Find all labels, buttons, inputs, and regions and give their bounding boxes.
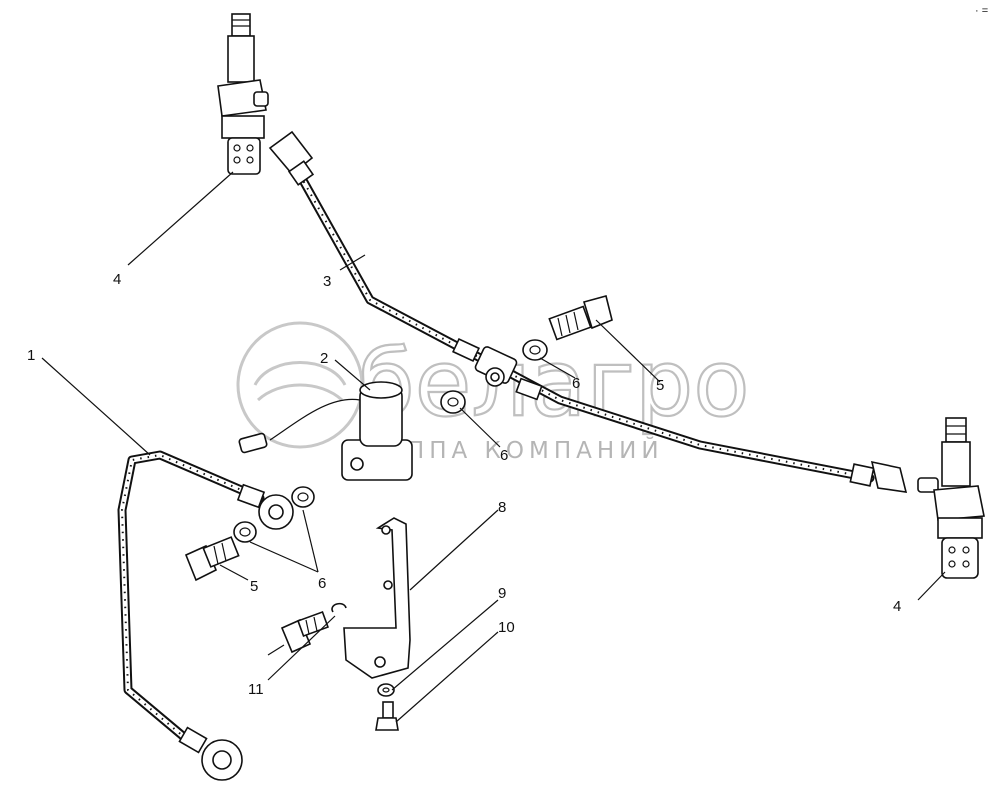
leader-6c-2	[249, 541, 319, 573]
callout-1: 1	[27, 347, 35, 364]
watermark-logo-icon	[236, 321, 364, 449]
callout-4-upper: 4	[113, 271, 121, 288]
callouts: 4 3 1 2 5 6 6 8 5 6 9 4 10 11	[27, 271, 901, 698]
leader-2	[334, 359, 371, 391]
part-11-bolt	[280, 611, 329, 654]
part-8-washer	[377, 683, 395, 697]
part-1-fuel-tube	[117, 450, 294, 781]
callout-6-lower: 6	[318, 575, 326, 592]
leader-6c-1	[302, 509, 319, 573]
part-4-injector-lower	[917, 417, 985, 579]
part-10-spring-washer	[331, 602, 347, 613]
leader-4b	[917, 571, 946, 601]
callout-4-lower: 4	[893, 598, 901, 615]
corner-mark: · =	[975, 5, 988, 17]
leader-8	[391, 599, 499, 691]
callout-5-upper: 5	[656, 377, 664, 394]
part-5-banjo-bolt-upper	[548, 295, 613, 341]
leader-1	[41, 357, 151, 456]
part-5-banjo-bolt-lower	[184, 536, 240, 582]
callout-6-upper: 6	[572, 375, 580, 392]
part-3-fuel-tube	[268, 130, 908, 493]
leader-10	[267, 615, 336, 681]
leader-3	[339, 254, 366, 271]
callout-9: 10	[498, 619, 515, 636]
part-6-washer-upper	[522, 339, 548, 361]
callout-7: 8	[498, 499, 506, 516]
watermark: белагро ГРУППА КОМПАНИЙ	[236, 321, 751, 464]
callout-5-lower: 5	[250, 578, 258, 595]
callout-8: 9	[498, 585, 506, 602]
callout-2: 2	[320, 350, 328, 367]
callout-6-middle: 6	[500, 447, 508, 464]
part-6-washer-middle	[440, 390, 466, 414]
leader-11	[267, 644, 285, 656]
callout-3: 3	[323, 273, 331, 290]
part-9-small-bolt	[375, 701, 399, 731]
part-6-washers-left	[233, 486, 315, 543]
leader-9	[395, 631, 499, 723]
leader-4a	[127, 171, 234, 266]
leader-5a	[595, 319, 661, 383]
leader-7	[409, 509, 499, 591]
callout-10: 11	[248, 681, 264, 698]
part-2-sensor	[238, 381, 413, 481]
part-4-injector-upper	[217, 13, 269, 175]
leader-6b	[459, 407, 501, 448]
leader-lines	[41, 171, 946, 723]
part-7-bracket	[343, 517, 411, 679]
leader-5b	[219, 564, 249, 581]
leader-6a	[539, 357, 576, 379]
watermark-brand: белагро	[358, 330, 750, 437]
